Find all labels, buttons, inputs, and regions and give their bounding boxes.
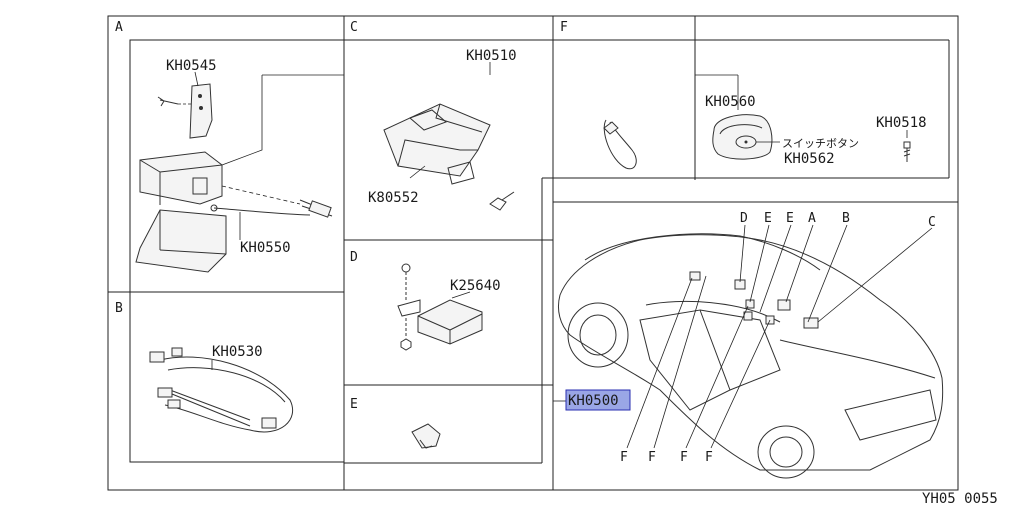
section-label-f: F	[560, 20, 568, 35]
kh0500-highlight[interactable]: KH0500	[565, 389, 631, 411]
callout-f-3: F	[680, 450, 688, 465]
module-k80552-drawing	[383, 62, 491, 185]
cable-tie-drawing	[603, 119, 637, 170]
part-label-kh0560: KH0560	[705, 94, 756, 110]
callout-f-4: F	[705, 450, 713, 465]
section-label-c: C	[350, 20, 358, 35]
switch-button-label: スイッチボタン	[782, 137, 859, 150]
sensor-k25640-drawing	[397, 263, 483, 351]
section-label-b: B	[115, 301, 123, 316]
callout-f-1: F	[620, 450, 628, 465]
screw-kh0518-drawing	[903, 130, 911, 162]
transmitter-kh0560-drawing	[695, 74, 780, 160]
harness-kh0530-drawing	[149, 347, 293, 433]
callout-e-1: E	[764, 211, 772, 226]
part-label-kh0510: KH0510	[466, 48, 517, 64]
control-unit-drawing	[135, 151, 227, 273]
callout-f-2: F	[648, 450, 656, 465]
bracket-kh0545-drawing	[157, 71, 213, 139]
part-label-k25640: K25640	[450, 278, 501, 294]
part-label-kh0530: KH0530	[212, 344, 263, 360]
leader-kh0510-unit	[221, 75, 263, 166]
antenna-kh0550-drawing	[210, 185, 333, 240]
part-label-kh0500[interactable]: KH0500	[568, 393, 619, 409]
part-label-kh0545: KH0545	[166, 58, 217, 74]
diagram-code: YH05 0055	[922, 491, 998, 506]
part-label-kh0518: KH0518	[876, 115, 927, 131]
part-label-k80552: K80552	[368, 190, 419, 206]
callout-b: B	[842, 211, 850, 226]
callout-e-2: E	[786, 211, 794, 226]
callout-c: C	[928, 215, 936, 230]
diagram-frame	[107, 15, 959, 491]
clip-drawing	[411, 423, 441, 449]
vehicle-drawing	[557, 233, 944, 479]
vehicle-callout-leaders	[553, 224, 933, 449]
section-label-e: E	[350, 397, 358, 412]
section-label-a: A	[115, 20, 123, 35]
part-label-kh0550: KH0550	[240, 240, 291, 256]
screw-drawing	[489, 191, 515, 211]
part-label-kh0562: KH0562	[784, 151, 835, 167]
callout-d: D	[740, 211, 748, 226]
section-label-d: D	[350, 250, 358, 265]
callout-a: A	[808, 211, 816, 226]
